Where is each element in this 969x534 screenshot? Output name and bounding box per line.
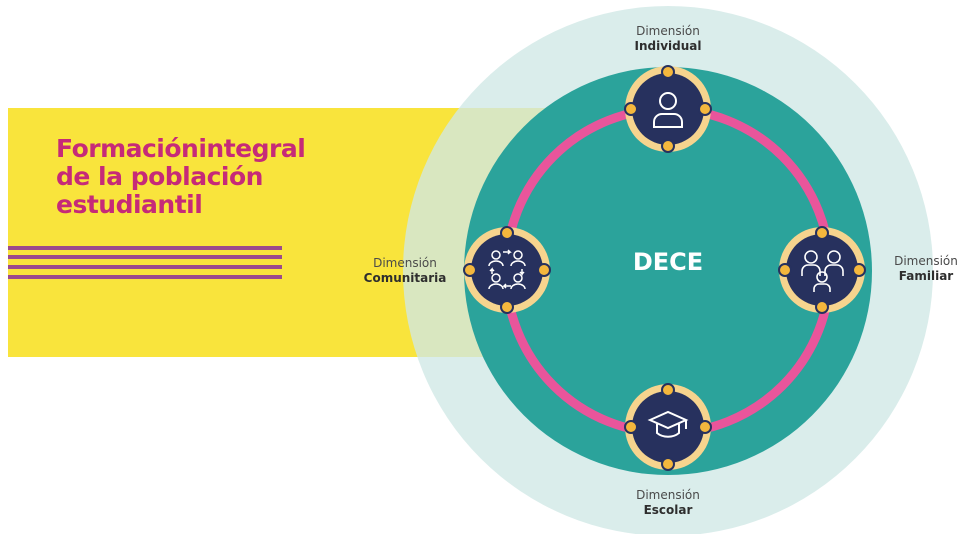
label-comunitaria-name: Comunitaria [363, 271, 447, 285]
title-line-1: Formaciónintegral [56, 134, 306, 163]
label-escolar-prefix: Dimensión [636, 488, 700, 502]
purple-stripes [8, 246, 282, 279]
label-familiar-name: Familiar [898, 269, 954, 283]
node-individual[interactable] [624, 65, 712, 153]
family-icon [801, 250, 844, 292]
node-comunitaria[interactable] [463, 226, 551, 314]
label-escolar: Dimensión Escolar [618, 488, 718, 518]
node-connector-dots [463, 226, 551, 314]
title-line-3: estudiantil [56, 190, 203, 219]
label-individual: Dimensión Individual [618, 24, 718, 54]
node-familiar[interactable] [778, 226, 866, 314]
label-familiar-prefix: Dimensión [894, 254, 958, 268]
label-comunitaria-prefix: Dimensión [373, 256, 437, 270]
label-comunitaria: Dimensión Comunitaria [352, 256, 458, 286]
community-cycle-icon [488, 249, 526, 290]
graduation-cap-icon [647, 410, 689, 438]
label-individual-prefix: Dimensión [636, 24, 700, 38]
inner-circle [464, 67, 872, 475]
title-line-2: de la población [56, 162, 263, 191]
node-connector-dots [624, 65, 712, 153]
node-escolar[interactable] [624, 383, 712, 471]
person-icon [653, 92, 683, 128]
label-escolar-name: Escolar [643, 503, 693, 517]
label-individual-name: Individual [634, 39, 702, 53]
center-label: DECE [632, 248, 704, 276]
label-familiar: Dimensión Familiar [884, 254, 968, 284]
node-connector-dots [778, 226, 866, 314]
page-title: Formaciónintegral de la población estudi… [56, 135, 356, 219]
node-connector-dots [624, 383, 712, 471]
